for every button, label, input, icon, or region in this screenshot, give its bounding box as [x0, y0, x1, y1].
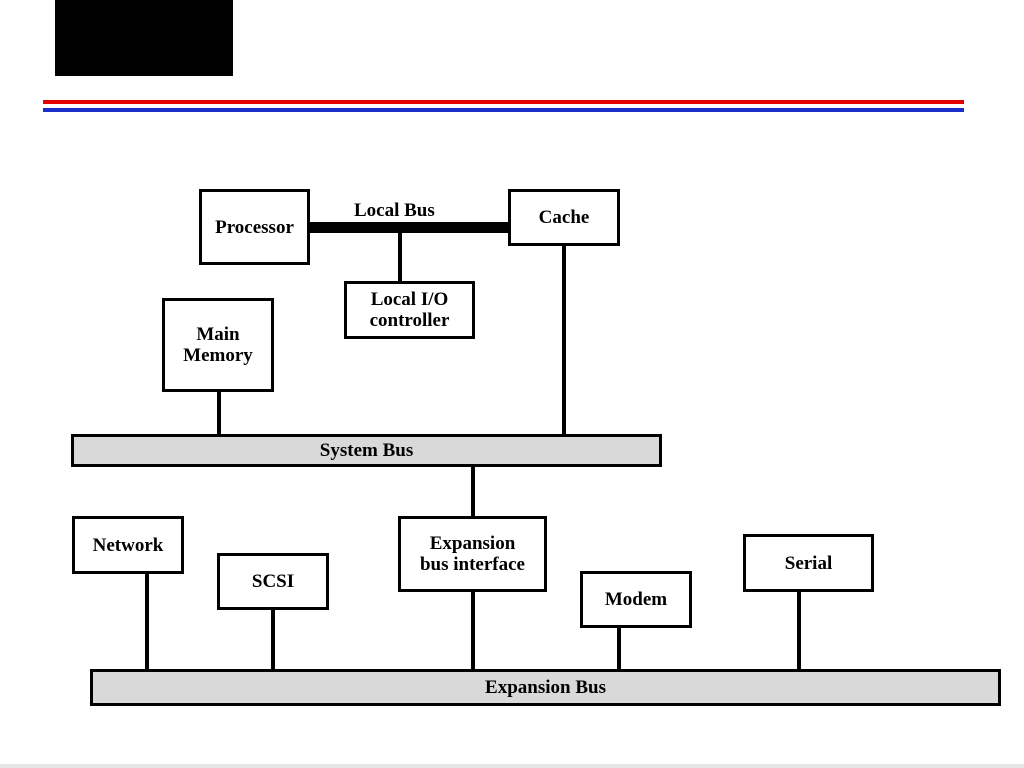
local-io-connector: [398, 232, 402, 284]
serial-connector: [797, 590, 801, 671]
serial-box: Serial: [743, 534, 874, 592]
expansion-bus: Expansion Bus: [90, 669, 1001, 706]
network-box: Network: [72, 516, 184, 574]
modem-box: Modem: [580, 571, 692, 628]
modem-connector: [617, 626, 621, 671]
title-line-2: (with cache): [55, 0, 156, 77]
expansion-bus-interface-box: Expansion bus interface: [398, 516, 547, 592]
title-rule-blue: [43, 108, 964, 112]
processor-box: Processor: [199, 189, 310, 265]
scsi-box: SCSI: [217, 553, 329, 610]
footer-strip: [0, 764, 1024, 768]
main-memory-box: Main Memory: [162, 298, 274, 392]
memory-system-connector: [217, 389, 221, 437]
system-bus: System Bus: [71, 434, 662, 467]
expansion-interface-connector: [471, 590, 475, 671]
local-bus-label: Local Bus: [354, 200, 435, 221]
local-io-controller-box: Local I/O controller: [344, 281, 475, 339]
system-expansion-interface-connector: [471, 465, 475, 518]
title-rule-red: [43, 100, 964, 104]
cache-system-connector: [562, 244, 566, 437]
scsi-connector: [271, 608, 275, 671]
network-connector: [145, 572, 149, 671]
cache-box: Cache: [508, 189, 620, 246]
local-bus-line: [309, 222, 511, 233]
